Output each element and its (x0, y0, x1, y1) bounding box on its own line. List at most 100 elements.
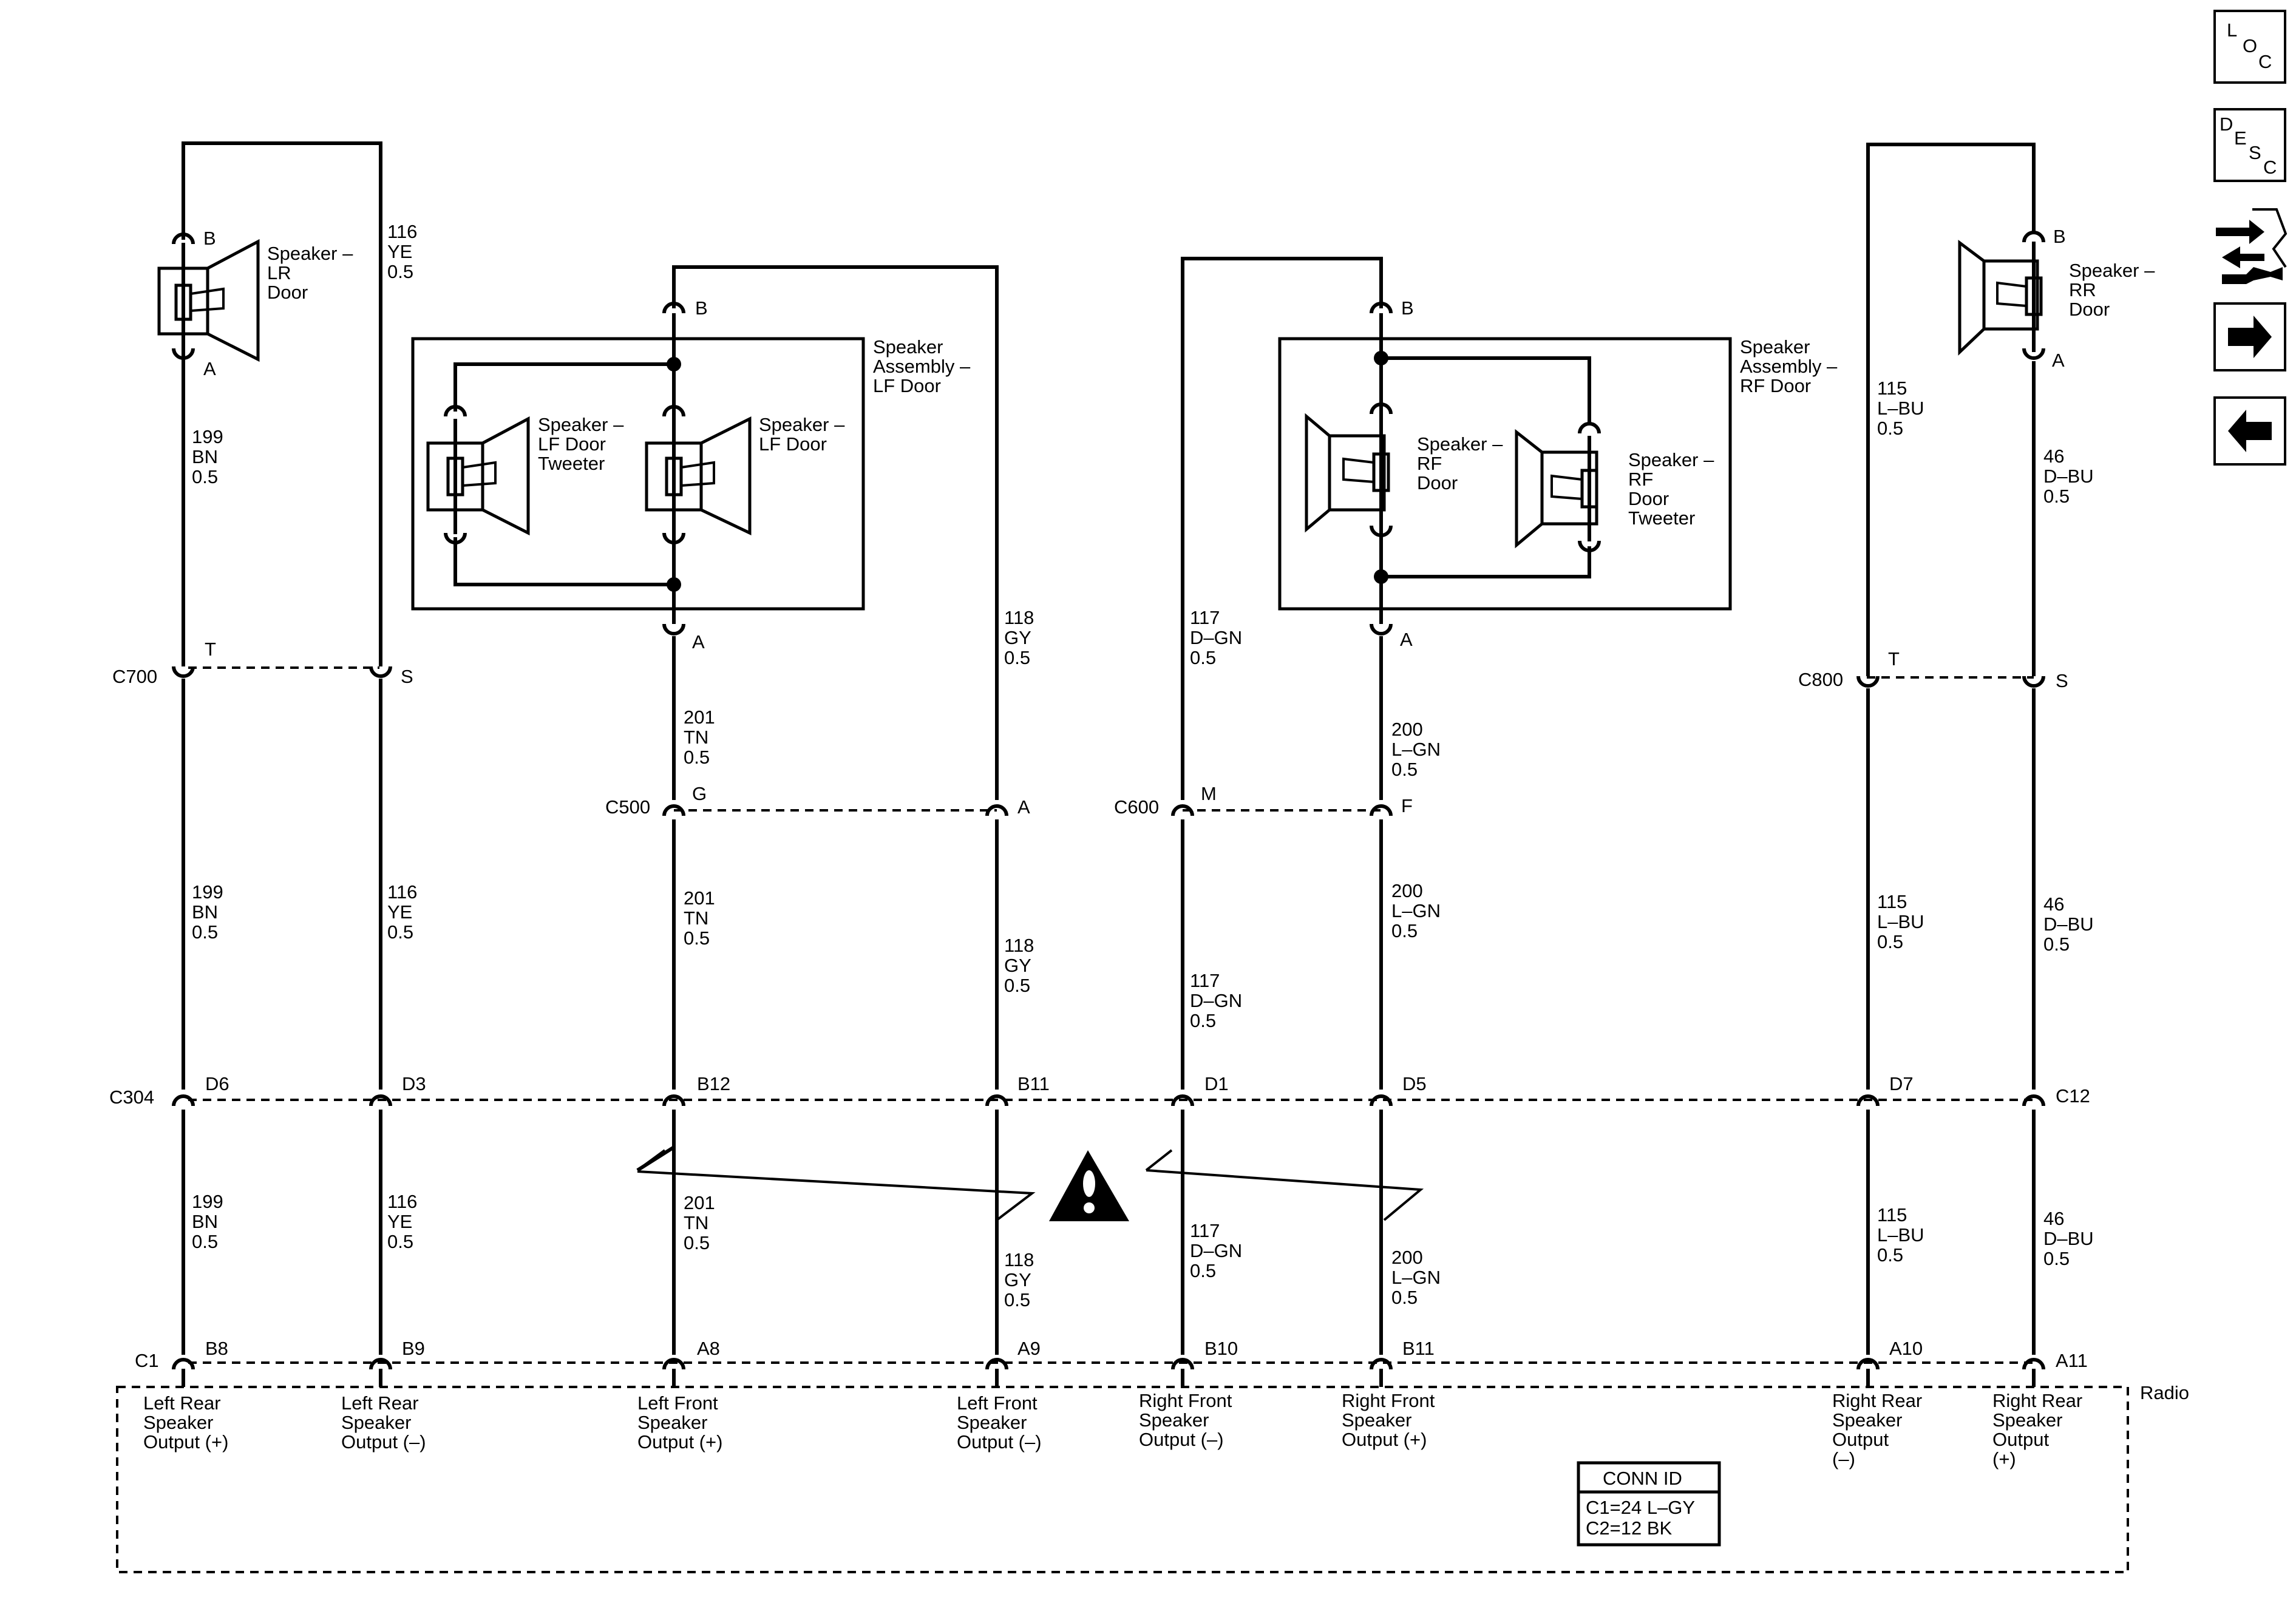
lf-assembly-label: Speaker Assembly – LF Door (873, 336, 971, 396)
svg-text:GY: GY (1004, 1269, 1031, 1290)
svg-text:Output (+): Output (+) (1342, 1429, 1427, 1450)
svg-text:Speaker: Speaker (637, 1412, 707, 1433)
svg-text:YE: YE (387, 901, 412, 923)
pin-label: A (1400, 629, 1413, 650)
pin-label: B9 (402, 1338, 425, 1359)
connector-tool-icon[interactable] (2216, 208, 2288, 284)
conn-id-title: CONN ID (1603, 1468, 1682, 1489)
svg-text:Right Front: Right Front (1342, 1390, 1435, 1411)
pin-label: A11 (2056, 1350, 2088, 1371)
caution-icon[interactable] (1049, 1150, 1129, 1221)
svg-text:Speaker –: Speaker – (2069, 260, 2155, 281)
svg-text:0.5: 0.5 (192, 466, 218, 487)
wire-label-46: 46D–BU0.5 (2043, 893, 2094, 955)
pin-label: A (692, 631, 705, 653)
svg-text:Speaker –: Speaker – (1628, 449, 1714, 470)
connector-c700-label: C700 (112, 666, 157, 687)
svg-text:Output (–): Output (–) (957, 1431, 1042, 1453)
desc-letter: D (2220, 114, 2233, 135)
svg-text:201: 201 (684, 1192, 715, 1213)
svg-text:115: 115 (1877, 1204, 1907, 1225)
desc-letter: E (2234, 127, 2247, 149)
svg-text:Speaker: Speaker (1139, 1409, 1209, 1431)
lf-speaker-label: Speaker – LF Door (759, 414, 845, 455)
svg-text:46: 46 (2043, 893, 2064, 915)
svg-text:116: 116 (387, 221, 417, 242)
svg-text:0.5: 0.5 (2043, 1248, 2070, 1269)
speaker-lr-label: Speaker – LR Door (267, 243, 353, 303)
svg-text:0.5: 0.5 (1877, 1244, 1903, 1266)
speaker-lf-door (645, 416, 752, 535)
svg-text:0.5: 0.5 (684, 927, 710, 949)
rf-tweeter-label: Speaker – RF Door Tweeter (1628, 449, 1714, 529)
connector-c1 (174, 1360, 2043, 1387)
wire-115-upper (1866, 143, 2036, 666)
svg-text:Left Front: Left Front (957, 1392, 1038, 1414)
pin-label: B (1401, 297, 1414, 319)
loc-button[interactable]: L O C (2213, 10, 2286, 84)
desc-button[interactable]: D E S C (2213, 108, 2286, 182)
svg-text:L–GN: L–GN (1391, 900, 1441, 921)
svg-text:Output: Output (1992, 1429, 2049, 1450)
svg-text:0.5: 0.5 (192, 1231, 218, 1252)
svg-text:(–): (–) (1832, 1448, 1855, 1470)
speaker-lr-door (157, 239, 260, 362)
svg-text:L–GN: L–GN (1391, 1267, 1441, 1288)
pin-label: D7 (1889, 1073, 1914, 1094)
svg-text:200: 200 (1391, 719, 1423, 740)
svg-text:199: 199 (192, 1191, 223, 1212)
svg-text:D–GN: D–GN (1190, 990, 1242, 1011)
previous-page-button[interactable] (2213, 396, 2286, 466)
svg-text:BN: BN (192, 446, 218, 467)
svg-text:200: 200 (1391, 1247, 1423, 1268)
svg-text:TN: TN (684, 1212, 708, 1233)
pin-label: T (1888, 648, 1900, 670)
connector-c600-label: C600 (1114, 796, 1159, 818)
svg-text:BN: BN (192, 901, 218, 923)
radio-module-boundary (116, 1386, 2129, 1573)
svg-text:Speaker –: Speaker – (1417, 433, 1503, 455)
svg-text:200: 200 (1391, 880, 1423, 901)
wire-118-upper (672, 265, 999, 800)
svg-text:0.5: 0.5 (1391, 1287, 1418, 1308)
pin-label: D6 (205, 1073, 229, 1094)
svg-text:0.5: 0.5 (1391, 920, 1418, 941)
wire-label-46: 46D–BU0.5 (2043, 1208, 2094, 1269)
lf-tweeter-label: Speaker – LF Door Tweeter (538, 414, 624, 474)
pin-label: B (203, 228, 216, 249)
svg-text:RR: RR (2069, 279, 2096, 300)
svg-text:Speaker: Speaker (1342, 1409, 1411, 1431)
svg-text:Right Front: Right Front (1139, 1390, 1232, 1411)
svg-text:YE: YE (387, 1211, 412, 1232)
next-page-button[interactable] (2213, 302, 2286, 371)
svg-text:199: 199 (192, 426, 223, 447)
svg-text:L–GN: L–GN (1391, 739, 1441, 760)
svg-text:D–BU: D–BU (2043, 1228, 2094, 1249)
pin-label: A (203, 358, 216, 379)
svg-text:199: 199 (192, 881, 223, 903)
pin-label: A10 (1889, 1338, 1923, 1359)
svg-text:118: 118 (1004, 607, 1034, 628)
svg-text:Output (+): Output (+) (143, 1431, 228, 1453)
wire-116-upper (182, 141, 382, 657)
pin-label: F (1401, 795, 1413, 816)
svg-text:201: 201 (684, 707, 715, 728)
svg-text:Output (–): Output (–) (1139, 1429, 1224, 1450)
svg-text:0.5: 0.5 (192, 921, 218, 943)
svg-text:LF Door: LF Door (538, 433, 606, 455)
pin-label: B8 (205, 1338, 228, 1359)
svg-text:L–BU: L–BU (1877, 398, 1924, 419)
pin-label: B11 (1017, 1073, 1050, 1094)
pin-label: G (692, 783, 707, 804)
svg-text:L–BU: L–BU (1877, 911, 1924, 932)
